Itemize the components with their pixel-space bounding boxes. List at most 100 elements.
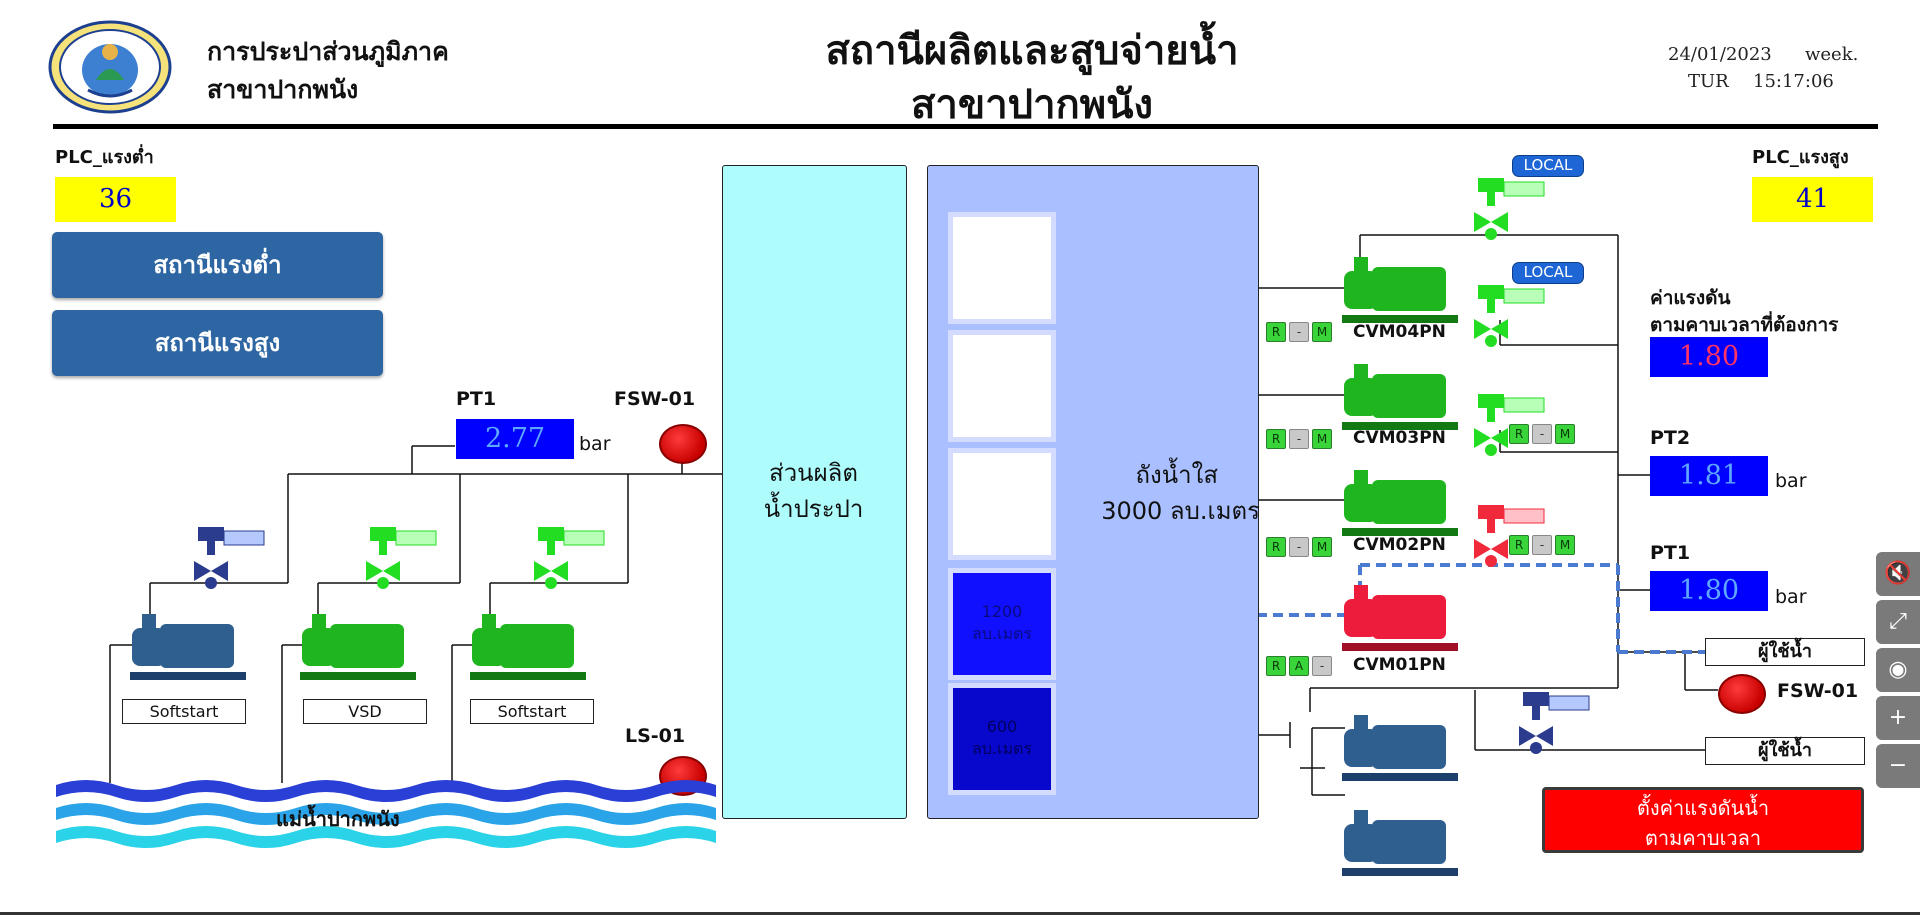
valve-3-icon[interactable] <box>530 525 610 593</box>
zoom-out-icon[interactable]: − <box>1876 744 1920 788</box>
pump-cvm04pn-label: CVM04PN <box>1353 322 1446 342</box>
low-pressure-station-button[interactable]: สถานีแรงต่ำ <box>52 232 383 298</box>
pt1-right-unit: bar <box>1775 586 1807 608</box>
cvm04-manual-button[interactable]: M <box>1312 322 1332 342</box>
fsw01-right-lamp <box>1718 674 1766 714</box>
mute-icon[interactable]: 🔇 <box>1876 552 1920 596</box>
pump-cvm03pn-label: CVM03PN <box>1353 428 1446 448</box>
local-badge-1: LOCAL <box>1512 155 1584 177</box>
pump-2-starter: VSD <box>303 699 427 724</box>
tank-level-1200-value: 1200 <box>981 602 1023 621</box>
discharge-valve-4-icon[interactable] <box>1470 176 1550 244</box>
pump-cvm02pn-icon[interactable] <box>1340 468 1460 540</box>
valve-3-remote-button[interactable]: R <box>1509 424 1529 444</box>
river-waves <box>56 780 716 848</box>
water-user-2: ผู้ใช้น้ำ <box>1705 737 1865 765</box>
intake-pump-2-icon[interactable] <box>298 612 418 684</box>
plc-high-value: 41 <box>1752 177 1873 222</box>
fsw01-right-label: FSW-01 <box>1777 680 1859 702</box>
side-toolbar: 🔇 ⤢ ◉ + − <box>1876 552 1920 792</box>
valve-2-off-button[interactable]: - <box>1532 535 1552 555</box>
pump-3-starter: Softstart <box>470 699 594 724</box>
pump-cvm01pn-label: CVM01PN <box>1353 655 1446 675</box>
cvm02-remote-button[interactable]: R <box>1266 537 1286 557</box>
pump-cvm01pn-icon[interactable] <box>1340 583 1460 655</box>
tank-level-600-unit: ลบ.เมตร <box>971 739 1033 758</box>
local-badge-2: LOCAL <box>1512 262 1584 284</box>
tank-level-600-value: 600 <box>986 717 1018 736</box>
production-unit <box>722 165 907 819</box>
standby-pump-2-icon[interactable] <box>1340 808 1460 880</box>
valve-2-manual-button[interactable]: M <box>1555 535 1575 555</box>
cvm03-manual-button[interactable]: M <box>1312 429 1332 449</box>
cvm02-manual-button[interactable]: M <box>1312 537 1332 557</box>
valve-2-icon[interactable] <box>362 525 442 593</box>
target-pressure-value[interactable]: 1.80 <box>1650 337 1768 377</box>
zoom-in-icon[interactable]: + <box>1876 696 1920 740</box>
cvm01-auto-button[interactable]: A <box>1289 656 1309 676</box>
target-pressure-label-1: ค่าแรงดัน <box>1650 287 1731 309</box>
tank-level-1200: 1200 ลบ.เมตร <box>948 568 1056 680</box>
pt1-left-label: PT1 <box>456 388 497 410</box>
cvm02-off-button[interactable]: - <box>1289 537 1309 557</box>
tank-level-600: 600 ลบ.เมตร <box>948 683 1056 795</box>
set-pressure-line1: ตั้งค่าแรงดันน้ำ <box>1636 796 1770 820</box>
intake-pump-1-icon[interactable] <box>128 612 248 684</box>
page-subtitle: สาขาปากพนัง <box>911 82 1153 128</box>
intake-pump-3-icon[interactable] <box>468 612 588 684</box>
valve-3-off-button[interactable]: - <box>1532 424 1552 444</box>
pwa-logo <box>48 20 173 115</box>
cvm01-remote-button[interactable]: R <box>1266 656 1286 676</box>
pump-1-starter: Softstart <box>122 699 246 724</box>
pt1-right-label: PT1 <box>1650 542 1691 564</box>
standby-pump-1-icon[interactable] <box>1340 713 1460 785</box>
page-title: สถานีผลิตและสูบจ่ายน้ำ <box>825 28 1239 74</box>
tank-level-3 <box>948 448 1056 560</box>
fsw01-left-label: FSW-01 <box>614 388 696 410</box>
high-pressure-station-button[interactable]: สถานีแรงสูง <box>52 310 383 376</box>
time-display: 15:17:06 <box>1753 71 1834 92</box>
tank-label: ถังน้ำใส 3000 ลบ.เมตร <box>1060 457 1260 529</box>
org-name: การประปาส่วนภูมิภาค <box>207 37 449 66</box>
discharge-valve-1-icon[interactable] <box>1470 503 1550 571</box>
org-branch: สาขาปากพนัง <box>207 75 359 104</box>
weekday-label: week. <box>1805 44 1859 65</box>
date-display: 24/01/2023 <box>1668 44 1772 65</box>
weekday-display: TUR <box>1688 71 1729 92</box>
pump-cvm04pn-icon[interactable] <box>1340 255 1460 327</box>
view-icon[interactable]: ◉ <box>1876 648 1920 692</box>
pt1-right-value: 1.80 <box>1650 571 1768 611</box>
cvm03-off-button[interactable]: - <box>1289 429 1309 449</box>
tank-level-2 <box>948 330 1056 442</box>
discharge-valve-3-icon[interactable] <box>1470 283 1550 351</box>
cvm03-remote-button[interactable]: R <box>1266 429 1286 449</box>
user-valve-icon[interactable] <box>1515 690 1595 758</box>
discharge-valve-2-icon[interactable] <box>1470 392 1550 460</box>
pt1-left-value: 2.77 <box>456 419 574 459</box>
fullscreen-icon[interactable]: ⤢ <box>1876 600 1920 644</box>
tank-level-1 <box>948 212 1056 324</box>
plc-high-label: PLC_แรงสูง <box>1752 147 1849 168</box>
plc-low-label: PLC_แรงต่ำ <box>55 147 154 168</box>
tank-level-1200-unit: ลบ.เมตร <box>971 624 1033 643</box>
valve-2-remote-button[interactable]: R <box>1509 535 1529 555</box>
pt2-unit: bar <box>1775 470 1807 492</box>
pt1-left-unit: bar <box>579 433 611 455</box>
valve-3-manual-button[interactable]: M <box>1555 424 1575 444</box>
fsw01-left-lamp <box>659 424 707 464</box>
plc-low-value: 36 <box>55 177 176 222</box>
target-pressure-label-2: ตามคาบเวลาที่ต้องการ <box>1650 314 1839 336</box>
production-label-line1: ส่วนผลิต <box>769 459 858 487</box>
valve-1-icon[interactable] <box>190 525 270 593</box>
production-label-line2: น้ำประปา <box>763 495 864 523</box>
cvm04-remote-button[interactable]: R <box>1266 322 1286 342</box>
pt2-value: 1.81 <box>1650 456 1768 496</box>
set-pressure-schedule-button[interactable]: ตั้งค่าแรงดันน้ำ ตามคาบเวลา <box>1542 787 1864 853</box>
river-label: แม่น้ำปากพนัง <box>276 807 400 831</box>
cvm01-off-button[interactable]: - <box>1312 656 1332 676</box>
cvm04-off-button[interactable]: - <box>1289 322 1309 342</box>
pump-cvm03pn-icon[interactable] <box>1340 362 1460 434</box>
tank-label-line1: ถังน้ำใส <box>1135 461 1219 489</box>
water-user-1: ผู้ใช้น้ำ <box>1705 638 1865 666</box>
bottom-border <box>0 912 1920 915</box>
